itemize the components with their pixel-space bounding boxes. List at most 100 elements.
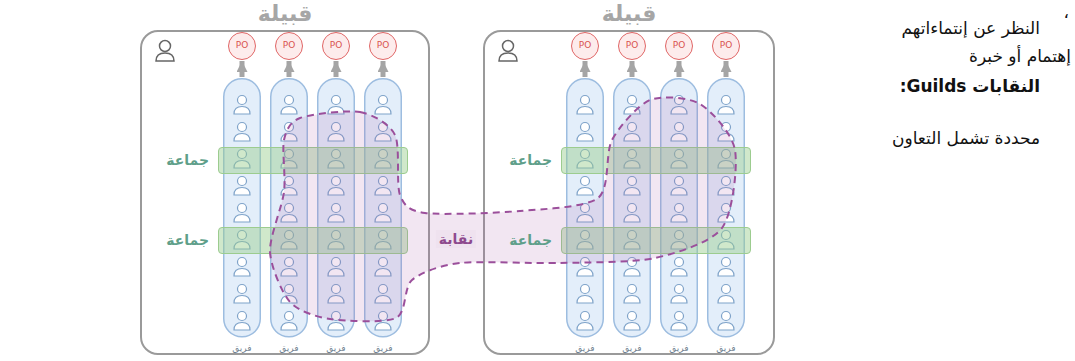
- ownership-arrow: [583, 61, 588, 77]
- tribe-lead-icon: [499, 41, 517, 62]
- member-body: [671, 269, 687, 277]
- side-text: محددة تشمل التعاون: [892, 126, 1040, 150]
- guild-graphics: [268, 95, 748, 325]
- side-text: النقابات Guilds:: [900, 74, 1040, 98]
- ownership-arrow: [381, 61, 386, 77]
- ownership-arrow: [677, 61, 682, 77]
- icon-head: [160, 41, 171, 52]
- member-body: [234, 296, 250, 304]
- tribe-heading: قبيلة: [142, 1, 428, 27]
- member-head: [675, 258, 684, 267]
- ownership-arrow: [334, 61, 339, 77]
- side-text: ،: [1064, 0, 1070, 24]
- po-label: PO: [323, 33, 349, 58]
- chapter-label: جماعة: [166, 231, 209, 249]
- product-owner-circle: PO: [369, 32, 397, 60]
- member-head: [722, 285, 731, 294]
- member-body: [577, 296, 593, 304]
- member-head: [722, 96, 731, 105]
- member-head: [722, 258, 731, 267]
- squad-label: فريق: [223, 343, 261, 354]
- product-owner-circle: PO: [665, 32, 693, 60]
- chapter-label: جماعة: [166, 151, 209, 169]
- ownership-arrow: [724, 61, 729, 77]
- member-body: [718, 323, 734, 331]
- icon-head: [503, 41, 514, 52]
- member-head: [238, 258, 247, 267]
- ownership-arrow: [630, 61, 635, 77]
- member-body: [577, 107, 593, 115]
- product-owner-circle: PO: [228, 32, 256, 60]
- member-head: [332, 96, 341, 105]
- guild-region: نقابة: [268, 95, 748, 325]
- product-owner-circle: PO: [571, 32, 599, 60]
- squad-column: فريق: [223, 78, 261, 354]
- side-text: إهتمام أو خبرة: [969, 44, 1071, 68]
- icon-body: [156, 53, 174, 61]
- ownership-arrow: [287, 61, 292, 77]
- member-body: [234, 107, 250, 115]
- member-body: [718, 269, 734, 277]
- side-text: النظر عن إنتماءاتهم: [902, 16, 1040, 40]
- squad-label: فريق: [613, 343, 651, 354]
- po-label: PO: [276, 33, 302, 58]
- member-body: [234, 215, 250, 223]
- chapter-label: جماعة: [509, 231, 552, 249]
- tribe-heading: قبيلة: [485, 1, 773, 27]
- po-label: PO: [619, 33, 645, 58]
- member-body: [328, 323, 344, 331]
- member-head: [238, 312, 247, 321]
- icon-body: [499, 53, 517, 61]
- product-owner-circle: PO: [275, 32, 303, 60]
- member-head: [238, 96, 247, 105]
- member-head: [581, 123, 590, 132]
- member-body: [671, 296, 687, 304]
- member-body: [718, 296, 734, 304]
- product-owner-circle: PO: [322, 32, 350, 60]
- guild-label: نقابة: [436, 230, 476, 248]
- member-body: [281, 323, 297, 331]
- tribe-lead-icon: [156, 41, 174, 62]
- member-head: [238, 177, 247, 186]
- member-head: [581, 177, 590, 186]
- member-body: [577, 134, 593, 142]
- member-body: [671, 323, 687, 331]
- member-head: [628, 96, 637, 105]
- member-body: [234, 188, 250, 196]
- squad-label: فريق: [660, 343, 698, 354]
- po-label: PO: [572, 33, 598, 58]
- member-body: [234, 134, 250, 142]
- member-body: [375, 107, 391, 115]
- guild-outline: [270, 97, 736, 321]
- member-head: [628, 312, 637, 321]
- po-label: PO: [666, 33, 692, 58]
- member-head: [581, 285, 590, 294]
- po-label: PO: [713, 33, 739, 58]
- member-body: [234, 323, 250, 331]
- po-label: PO: [370, 33, 396, 58]
- member-head: [581, 96, 590, 105]
- squad-label: فريق: [317, 343, 355, 354]
- member-body: [281, 107, 297, 115]
- squad-label: فريق: [364, 343, 402, 354]
- member-head: [285, 96, 294, 105]
- member-body: [577, 323, 593, 331]
- chapter-label: جماعة: [509, 151, 552, 169]
- member-head: [238, 285, 247, 294]
- squad-outline: [224, 79, 261, 337]
- member-head: [238, 204, 247, 213]
- po-label: PO: [229, 33, 255, 58]
- squad-graphics: [223, 78, 261, 354]
- member-body: [577, 269, 593, 277]
- member-head: [628, 285, 637, 294]
- squad-label: فريق: [270, 343, 308, 354]
- member-body: [577, 188, 593, 196]
- product-owner-circle: PO: [618, 32, 646, 60]
- member-body: [718, 107, 734, 115]
- member-head: [581, 312, 590, 321]
- member-head: [238, 123, 247, 132]
- member-body: [624, 296, 640, 304]
- member-head: [675, 285, 684, 294]
- member-head: [285, 312, 294, 321]
